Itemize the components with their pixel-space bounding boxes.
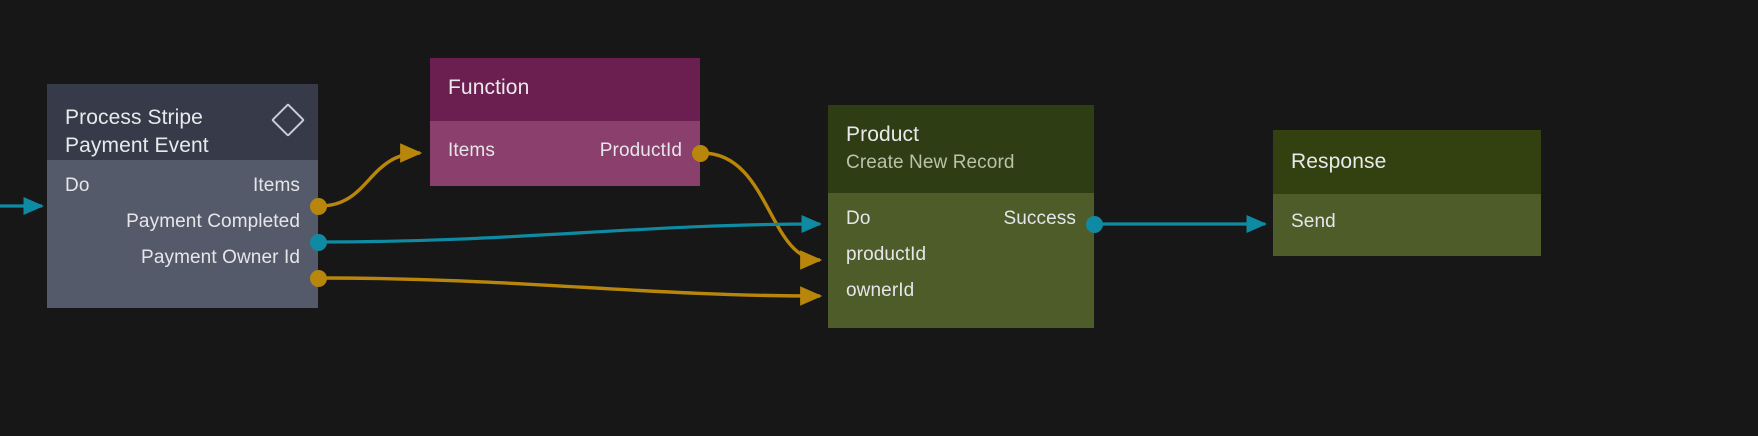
node-response[interactable]: Response Send	[1273, 130, 1541, 256]
node-subtitle: Create New Record	[846, 152, 1015, 173]
node-header[interactable]: Product Create New Record	[828, 105, 1094, 193]
output-port-label-items: Items	[253, 175, 300, 196]
port-row: ownerId	[846, 273, 1076, 309]
node-header[interactable]: Function	[430, 58, 700, 121]
input-port-label-productid: productId	[846, 244, 927, 265]
node-header[interactable]: Process Stripe Payment Event	[47, 84, 318, 160]
node-process-stripe-payment-event[interactable]: Process Stripe Payment Event Do Items Pa…	[47, 84, 318, 308]
wire-productid-to-product-productid	[701, 151, 823, 270]
node-title: Product	[846, 123, 920, 146]
output-port-items[interactable]	[310, 198, 327, 215]
output-port-label-payment-owner-id: Payment Owner Id	[141, 247, 300, 268]
output-port-success[interactable]	[1086, 216, 1103, 233]
port-row: Send	[1291, 204, 1523, 240]
port-row: Payment Owner Id	[65, 240, 300, 276]
input-port-label-ownerid: ownerId	[846, 280, 915, 301]
node-header[interactable]: Response	[1273, 130, 1541, 194]
input-port-label-do: Do	[65, 175, 90, 196]
wire-items-to-function-items	[319, 143, 423, 208]
node-function[interactable]: Function Items ProductId	[430, 58, 700, 186]
port-row: Do Items	[65, 168, 300, 204]
input-port-label-items: Items	[448, 140, 495, 161]
input-port-label-do: Do	[846, 208, 871, 229]
node-body[interactable]: Do Success productId ownerId	[828, 193, 1094, 328]
node-title: Function	[448, 76, 530, 99]
node-title: Response	[1291, 150, 1387, 173]
node-title: Process Stripe Payment Event	[65, 106, 209, 157]
output-port-label-productid: ProductId	[599, 140, 682, 161]
node-body[interactable]: Send	[1273, 194, 1541, 256]
output-port-payment-completed[interactable]	[310, 234, 327, 251]
node-product[interactable]: Product Create New Record Do Success pro…	[828, 105, 1094, 328]
output-port-productid[interactable]	[692, 145, 709, 162]
wire-payment-completed-to-product-do	[319, 214, 823, 244]
wire-payment-owner-id-to-product-ownerid	[319, 276, 823, 306]
output-port-payment-owner-id[interactable]	[310, 270, 327, 287]
port-row: Items ProductId	[448, 133, 682, 169]
port-row: productId	[846, 237, 1076, 273]
output-port-label-payment-completed: Payment Completed	[126, 211, 300, 232]
node-body[interactable]: Do Items Payment Completed Payment Owner…	[47, 160, 318, 308]
node-body[interactable]: Items ProductId	[430, 121, 700, 186]
port-row: Do Success	[846, 201, 1076, 237]
output-port-label-success: Success	[1003, 208, 1076, 229]
input-port-label-send: Send	[1291, 211, 1336, 232]
port-row: Payment Completed	[65, 204, 300, 240]
